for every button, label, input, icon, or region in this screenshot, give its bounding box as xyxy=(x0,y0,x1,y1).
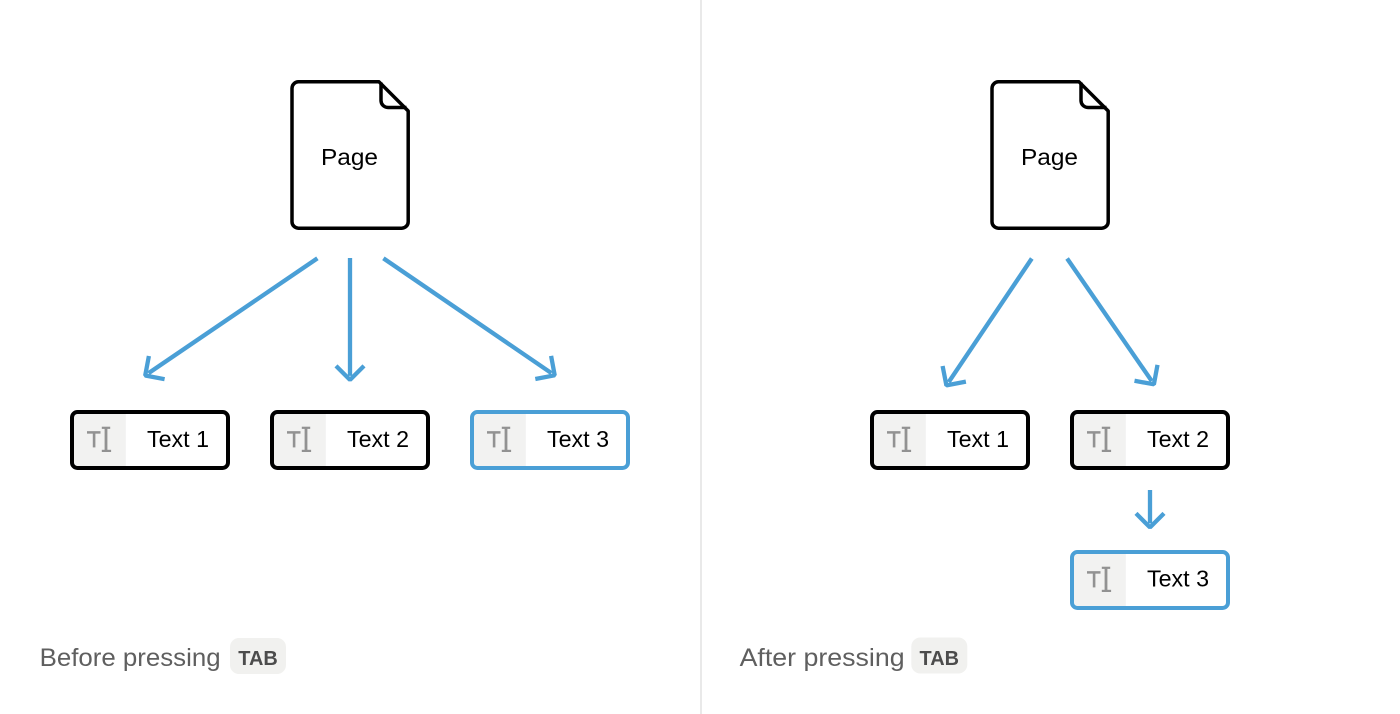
svg-text:Text 2: Text 2 xyxy=(1147,426,1209,452)
svg-text:Page: Page xyxy=(321,144,378,170)
svg-text:Text 2: Text 2 xyxy=(347,426,409,452)
svg-text:Text 1: Text 1 xyxy=(947,426,1009,452)
svg-text:TAB: TAB xyxy=(238,648,278,670)
svg-text:Text 1: Text 1 xyxy=(147,426,209,452)
svg-text:TAB: TAB xyxy=(920,648,960,670)
svg-text:Text 3: Text 3 xyxy=(547,426,609,452)
svg-text:Before pressing: Before pressing xyxy=(40,645,221,672)
svg-text:Page: Page xyxy=(1021,144,1078,170)
svg-text:After pressing: After pressing xyxy=(740,645,905,672)
svg-text:Text 3: Text 3 xyxy=(1147,566,1209,592)
